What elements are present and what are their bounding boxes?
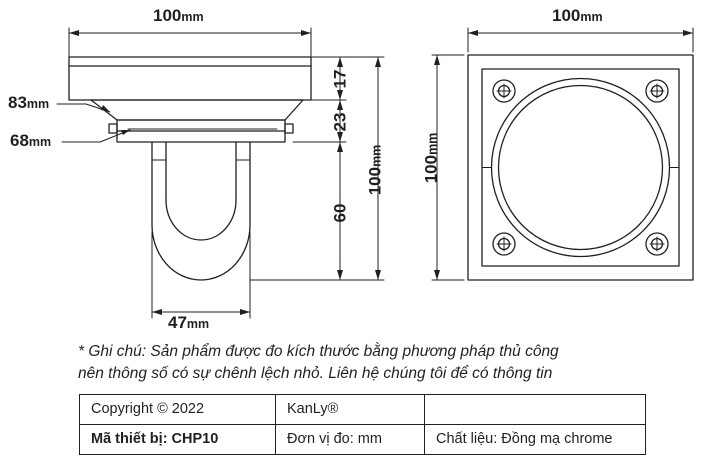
- cell-empty: [424, 394, 646, 425]
- cell-unit: Đơn vị đo: mm: [275, 424, 425, 455]
- dim-label-plan-height: 100mm: [421, 132, 441, 184]
- dim-label-cap-height: 17: [330, 69, 350, 89]
- table-row: Copyright © 2022 KanLy®: [79, 394, 646, 425]
- dim-label-trap-height: 60: [330, 203, 350, 223]
- table-row: Mã thiết bị: CHP10 Đơn vị đo: mm Chất li…: [79, 424, 646, 455]
- note-line-1: * Ghi chú: Sản phẩm được đo kích thước b…: [78, 343, 559, 360]
- dim-label-neck-height: 23: [330, 112, 350, 132]
- cell-copyright: Copyright © 2022: [79, 394, 276, 425]
- note-line-2: nên thông số có sự chênh lệch nhỏ. Liên …: [78, 365, 553, 382]
- dim-label-flange-width: 83mm: [8, 93, 50, 112]
- cell-material: Chất liệu: Đồng mạ chrome: [424, 424, 646, 455]
- cell-brand: KanLy®: [275, 394, 425, 425]
- dim-label-total-height: 100mm: [365, 144, 385, 196]
- dim-label-plan-width: 100mm: [552, 6, 603, 25]
- note-block: * Ghi chú: Sản phẩm được đo kích thước b…: [78, 341, 688, 385]
- dim-label-trap-width: 47mm: [168, 313, 210, 332]
- dim-label-body-width: 68mm: [10, 131, 52, 150]
- specs-table: Copyright © 2022 KanLy® Mã thiết bị: CHP…: [79, 394, 646, 455]
- dim-label-top-width: 100mm: [153, 6, 204, 25]
- cell-model-code: Mã thiết bị: CHP10: [79, 424, 276, 455]
